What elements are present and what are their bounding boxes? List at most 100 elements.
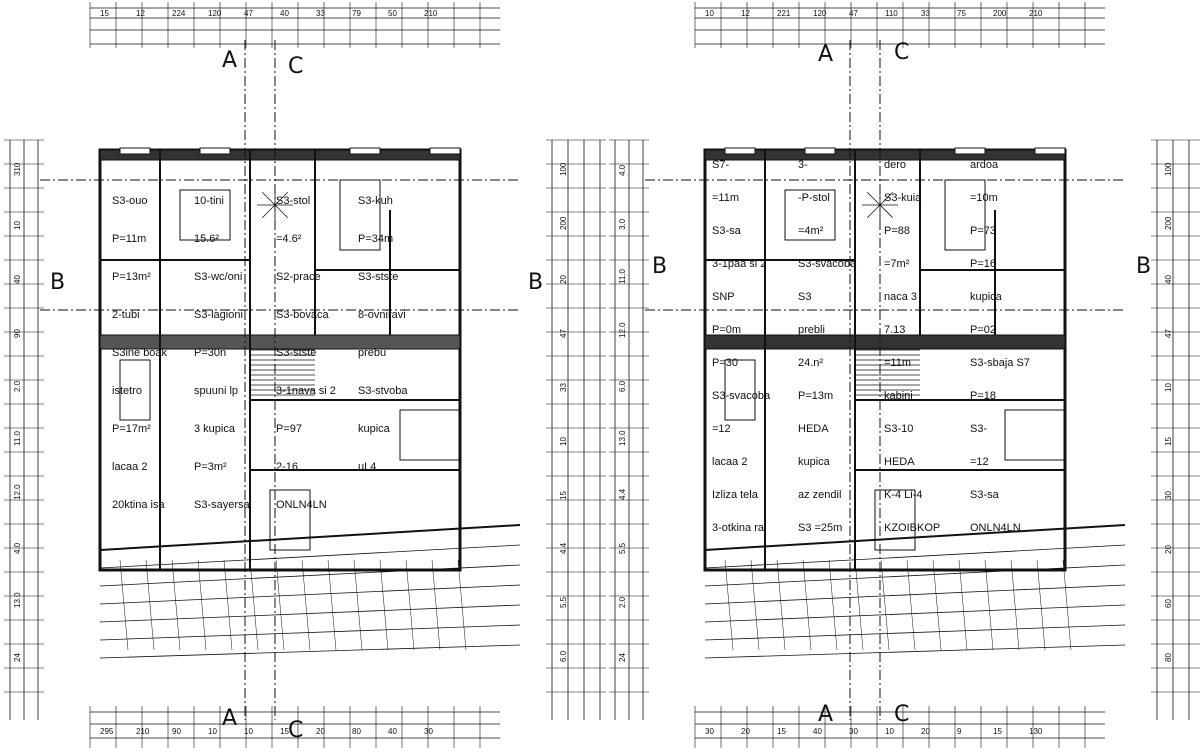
room-label: 20ktina isa bbox=[112, 499, 165, 511]
furniture bbox=[874, 489, 916, 551]
slab-band bbox=[99, 334, 461, 350]
room-label: P=18 bbox=[970, 390, 996, 402]
dimension-number: 33 bbox=[921, 9, 930, 18]
terrace-line bbox=[99, 604, 521, 623]
dimension-number: 3.0 bbox=[618, 218, 627, 230]
room-label: naca 3 bbox=[884, 291, 918, 303]
dimension-number: 15 bbox=[100, 9, 109, 18]
room-label: =11m bbox=[712, 192, 740, 204]
room-label: S3-bovaca bbox=[276, 309, 329, 321]
dimension-number: 9 bbox=[957, 727, 962, 736]
terrace-hatch bbox=[776, 559, 786, 651]
dimension-number: 2.0 bbox=[618, 596, 627, 608]
room-label: S2-prace bbox=[276, 271, 321, 283]
room-label: P=0m bbox=[712, 324, 742, 336]
section-marker-b-left: B bbox=[50, 270, 66, 295]
furniture bbox=[179, 189, 231, 241]
room-label: S7- bbox=[712, 159, 730, 171]
furniture bbox=[269, 489, 311, 551]
room-label: P=30n bbox=[194, 347, 227, 359]
dimension-number: 40 bbox=[388, 727, 397, 736]
dimension-number: 15 bbox=[559, 491, 568, 500]
room-label: HEDA bbox=[798, 423, 829, 435]
dimension-number: 224 bbox=[172, 9, 186, 18]
room-label: S3-10 bbox=[884, 423, 914, 435]
terrace-hatch bbox=[431, 559, 441, 651]
dimension-number: 47 bbox=[849, 9, 858, 18]
dimension-number: 110 bbox=[885, 9, 898, 18]
terrace-line bbox=[704, 544, 1126, 569]
dimension-number: 15 bbox=[993, 727, 1002, 736]
dimension-number: 310 bbox=[13, 162, 22, 176]
dimension-number: 12 bbox=[741, 9, 750, 18]
dimension-number: 47 bbox=[559, 329, 568, 338]
room-label: 8-ovniravi bbox=[358, 309, 406, 321]
dimension-number: 47 bbox=[244, 9, 253, 18]
roof-edge bbox=[99, 149, 461, 161]
room-label: 2-16 bbox=[276, 461, 299, 473]
terrace-line bbox=[99, 564, 521, 587]
terrace-hatch bbox=[223, 559, 233, 651]
room-label: P=11m bbox=[112, 233, 147, 245]
section-marker-a-top: A bbox=[818, 42, 834, 67]
room-label: S3-sbaja S7 bbox=[970, 357, 1030, 369]
room-label: =10m bbox=[970, 192, 998, 204]
terrace-hatch bbox=[145, 559, 155, 651]
room-label: 3-1paa si 2 bbox=[712, 258, 767, 270]
dimension-number: 80 bbox=[1164, 653, 1173, 662]
room-label: ardoa bbox=[970, 159, 999, 171]
terrace-line bbox=[704, 524, 1126, 551]
dimension-number: 10 bbox=[1164, 383, 1173, 392]
room-label: az zendil bbox=[798, 489, 842, 501]
terrace-hatch bbox=[958, 559, 968, 651]
room-label: SNP bbox=[712, 291, 735, 303]
dimension-number: 100 bbox=[1164, 162, 1173, 176]
furniture bbox=[724, 359, 756, 421]
room-label: dero bbox=[884, 159, 907, 171]
dimension-number: 221 bbox=[777, 9, 791, 18]
room-label: S3-stvoba bbox=[358, 385, 408, 397]
dimension-number: 4.4 bbox=[618, 488, 627, 500]
plant-symbol bbox=[274, 204, 289, 219]
room-label: S3 bbox=[798, 291, 812, 303]
dimension-number: 13.0 bbox=[13, 592, 22, 608]
dimension-number: 120 bbox=[208, 9, 222, 18]
dimension-number: 90 bbox=[172, 727, 181, 736]
room-label: S3- bbox=[970, 423, 988, 435]
section-marker-c-bottom: C bbox=[288, 718, 304, 743]
room-label: S3 =25m bbox=[798, 522, 843, 534]
terrace-line bbox=[704, 584, 1126, 605]
room-label: lacaa 2 bbox=[712, 456, 748, 468]
dimension-number: 40 bbox=[1164, 275, 1173, 284]
room-label: P=97 bbox=[276, 423, 302, 435]
window bbox=[199, 147, 231, 155]
room-label: ONLN4LN bbox=[970, 522, 1021, 534]
section-marker-b-left: B bbox=[652, 254, 668, 279]
plant-symbol bbox=[866, 191, 881, 206]
room-label: P=13m bbox=[798, 390, 834, 402]
room-label: kupica bbox=[358, 423, 390, 435]
room-label: P=34m bbox=[358, 233, 394, 245]
dimension-number: 33 bbox=[316, 9, 325, 18]
room-label: P=02 bbox=[970, 324, 996, 336]
room-label: P=3m² bbox=[194, 461, 227, 473]
dimension-number: 11.0 bbox=[13, 431, 22, 446]
furniture bbox=[1004, 409, 1066, 461]
dimension-number: 210 bbox=[424, 9, 438, 18]
dimension-number: 40 bbox=[280, 9, 289, 18]
room-label: ONLN4LN bbox=[276, 499, 327, 511]
window bbox=[119, 147, 151, 155]
plant-symbol bbox=[879, 204, 894, 219]
terrace-hatch bbox=[854, 559, 864, 651]
room-label: S3-sa bbox=[712, 225, 741, 237]
terrace-hatch bbox=[275, 559, 285, 651]
terrace-hatch bbox=[171, 559, 181, 651]
terrace-line bbox=[99, 544, 521, 569]
window bbox=[1034, 147, 1066, 155]
dimension-number: 20 bbox=[316, 727, 325, 736]
dimension-number: 120 bbox=[813, 9, 827, 18]
room-label: S3-svacoba bbox=[798, 258, 857, 270]
section-marker-c-top: C bbox=[894, 40, 910, 65]
dimension-number: 10 bbox=[244, 727, 253, 736]
